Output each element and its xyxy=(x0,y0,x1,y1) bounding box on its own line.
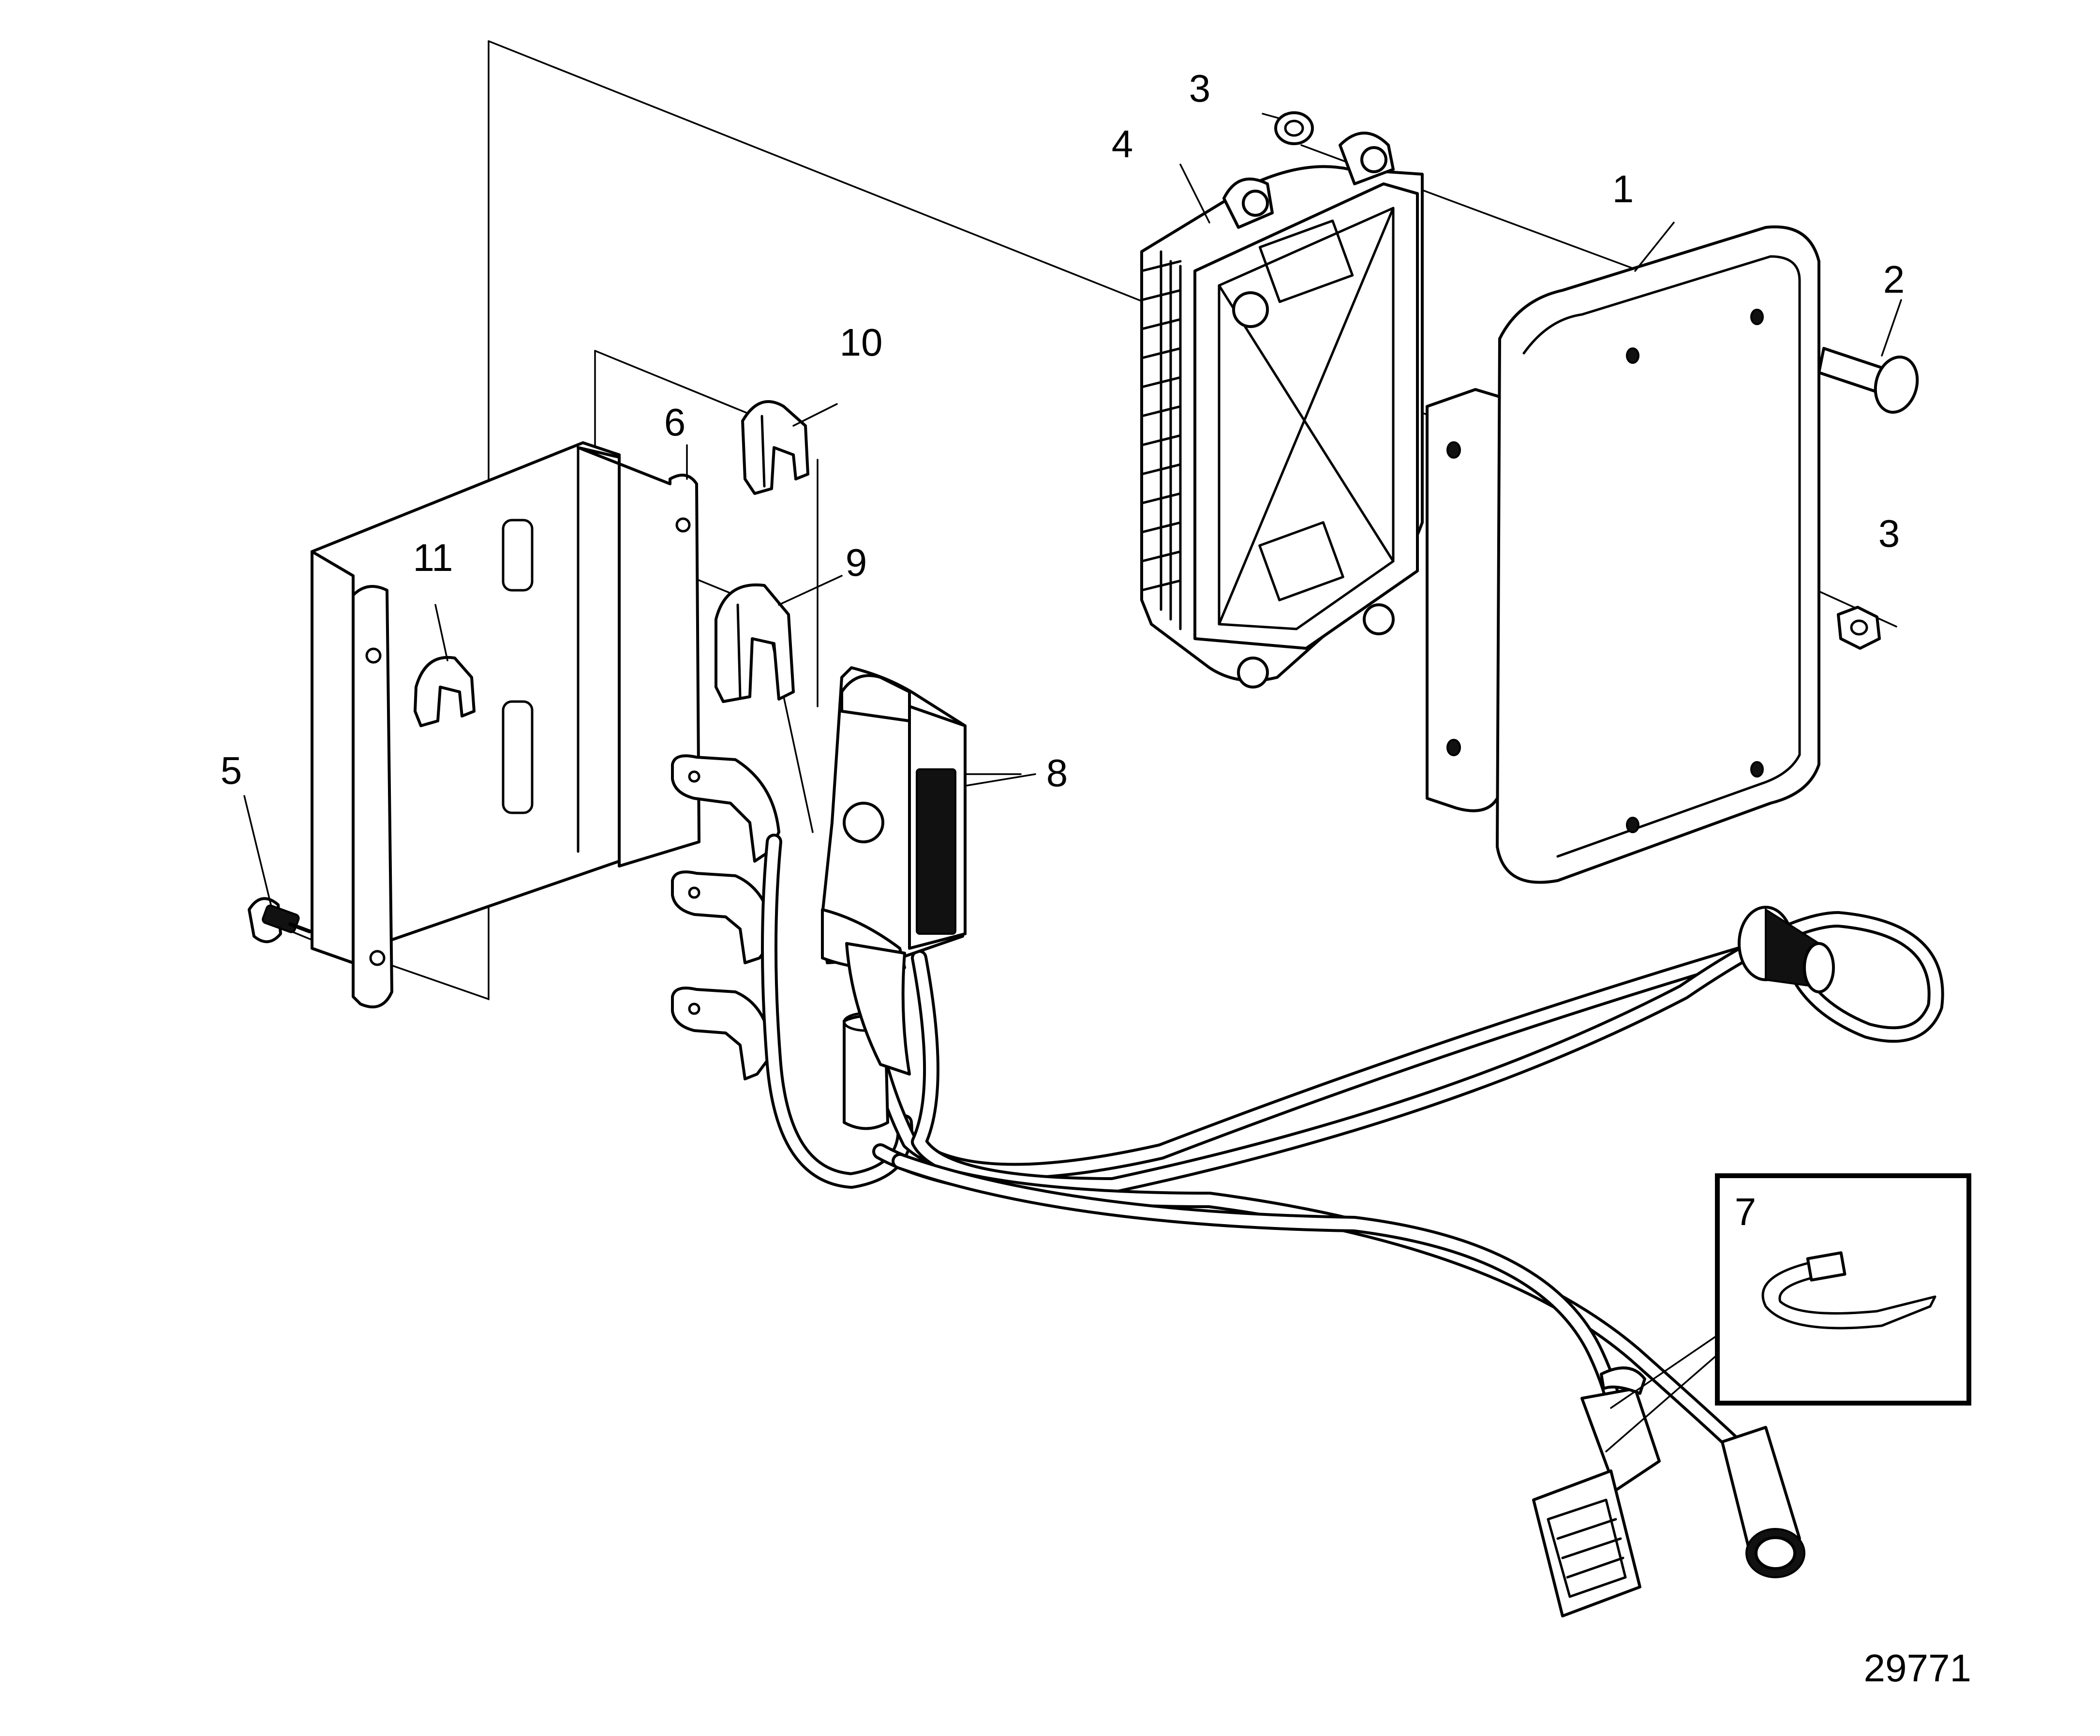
screw-part-5 xyxy=(248,897,312,943)
clip-part-9 xyxy=(715,583,795,703)
nut-part-3-upper xyxy=(1274,111,1314,145)
callout-3-lower: 3 xyxy=(1878,512,1900,555)
callout-6: 6 xyxy=(664,401,686,444)
cable-clamps xyxy=(671,754,780,1080)
clip-part-11 xyxy=(414,656,476,727)
leader-lines xyxy=(243,164,1902,906)
callout-5: 5 xyxy=(221,749,242,792)
callout-2: 2 xyxy=(1883,258,1905,301)
callout-1: 1 xyxy=(1612,167,1634,210)
round-connector-upper xyxy=(1738,906,1835,993)
connector-part-8 xyxy=(821,666,967,1076)
drawing-number: 29771 xyxy=(1864,1646,1971,1690)
bracket-part-6 xyxy=(311,441,700,1009)
callout-8: 8 xyxy=(1046,751,1068,794)
control-unit-part-4 xyxy=(1140,132,1424,688)
callout-10: 10 xyxy=(840,321,883,364)
callout-9: 9 xyxy=(846,541,867,584)
nut-part-3-lower xyxy=(1837,606,1881,650)
cable-tie-part-7 xyxy=(1761,1251,1936,1330)
bolt-part-2 xyxy=(1817,347,1919,414)
callout-7: 7 xyxy=(1735,1190,1757,1233)
callout-labels: 1 2 3 3 4 5 6 7 8 9 10 11 xyxy=(221,67,1905,1233)
callout-11: 11 xyxy=(413,536,453,579)
angled-connector xyxy=(1532,1366,1661,1617)
callout-3-upper: 3 xyxy=(1189,67,1211,110)
ecu-box-part-1 xyxy=(1426,225,1820,884)
clip-part-10 xyxy=(741,400,809,495)
callout-4: 4 xyxy=(1112,122,1133,165)
heatsink-fins xyxy=(1140,260,1182,592)
detail-box-cable-tie xyxy=(1605,1173,1971,1452)
round-connector-lower xyxy=(1721,1426,1805,1578)
